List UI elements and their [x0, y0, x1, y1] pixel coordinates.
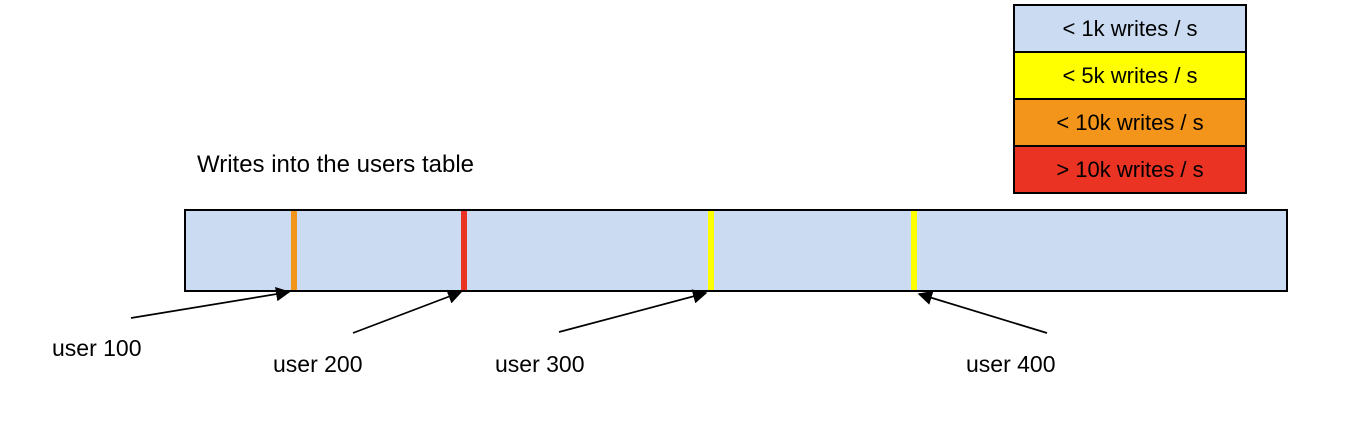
legend-item-lt-1k: < 1k writes / s	[1015, 6, 1245, 51]
marker-user-400	[911, 211, 917, 290]
diagram-title: Writes into the users table	[197, 151, 475, 178]
users-table-bar	[184, 209, 1288, 292]
arrow-user-200	[352, 289, 463, 334]
arrow-user-100	[130, 286, 291, 319]
label-user-300: user 300	[495, 351, 585, 377]
marker-user-300	[708, 211, 714, 290]
legend-item-lt-10k: < 10k writes / s	[1015, 98, 1245, 145]
legend-item-lt-5k: < 5k writes / s	[1015, 51, 1245, 98]
legend-item-gt-10k: > 10k writes / s	[1015, 145, 1245, 192]
label-user-400: user 400	[966, 351, 1056, 377]
label-user-100: user 100	[52, 335, 142, 361]
marker-user-200	[461, 211, 467, 290]
label-user-200: user 200	[273, 351, 363, 377]
marker-user-100	[291, 211, 297, 290]
arrow-user-300	[558, 289, 708, 333]
arrow-user-400	[917, 290, 1048, 334]
legend: < 1k writes / s < 5k writes / s < 10k wr…	[1013, 4, 1247, 194]
